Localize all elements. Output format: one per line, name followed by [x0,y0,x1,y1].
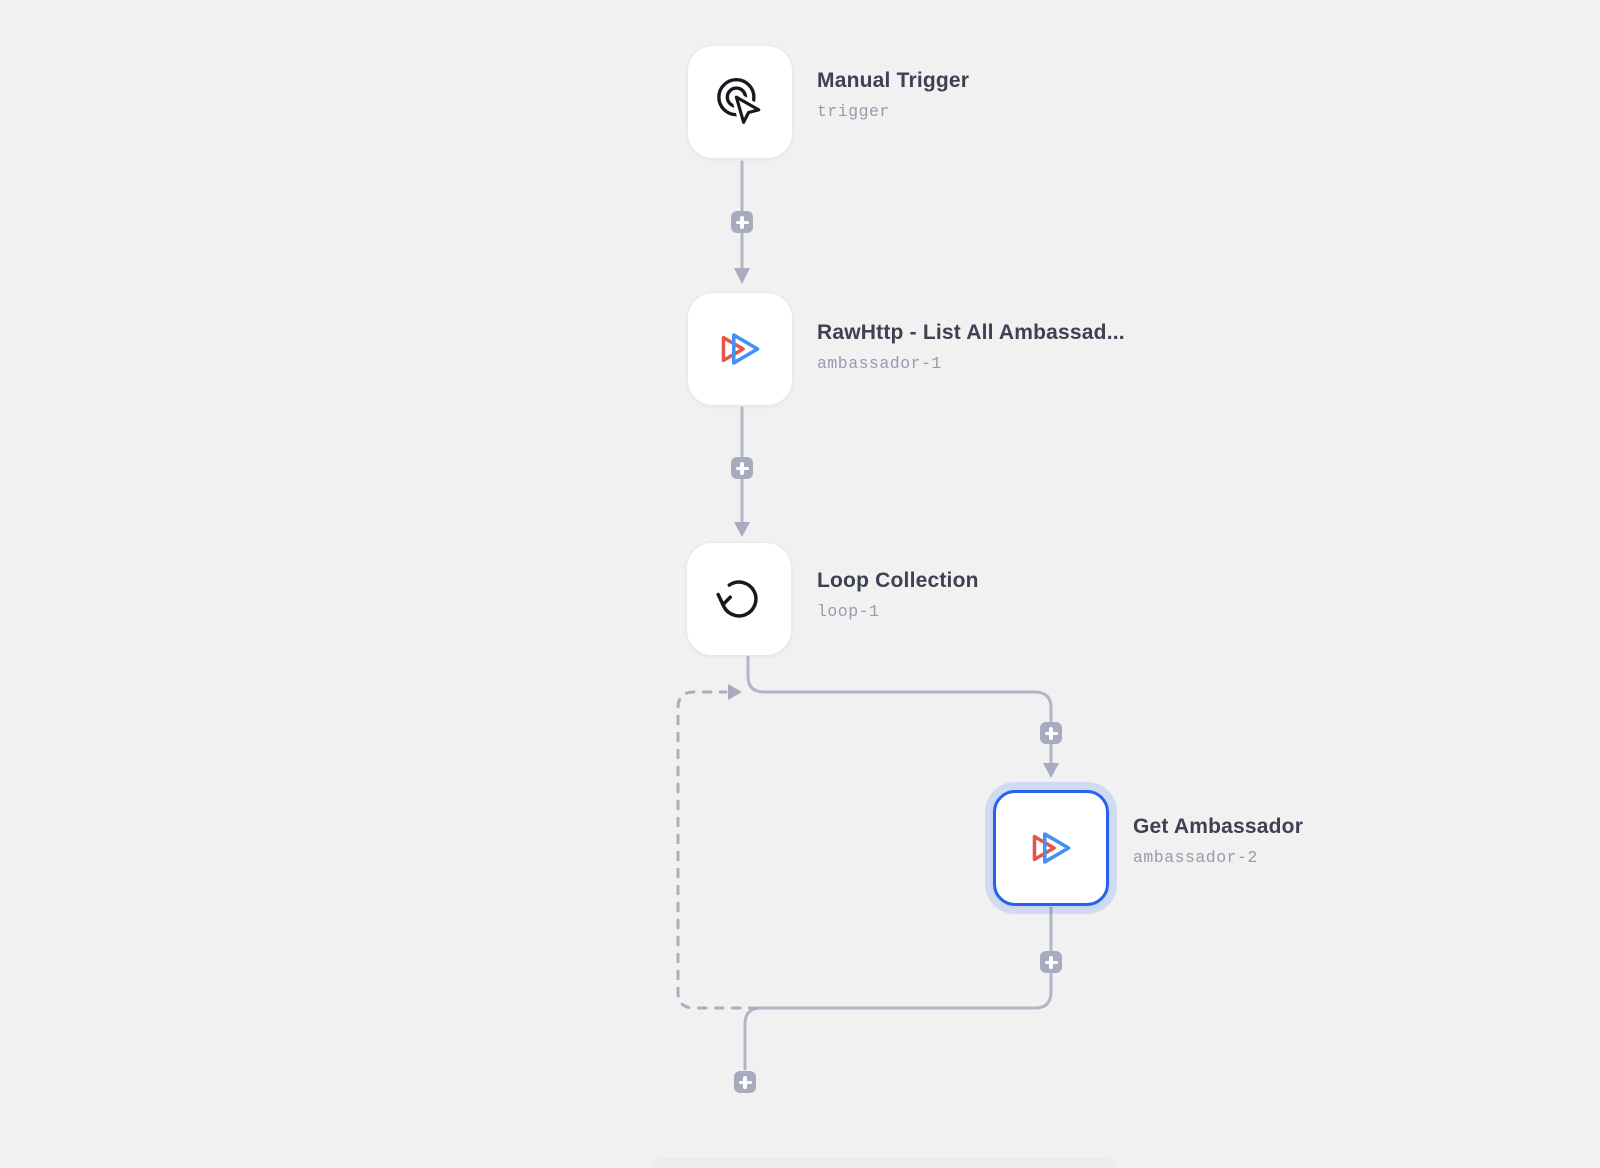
add-step-button-3[interactable] [1040,722,1062,744]
cursor-click-icon [717,77,764,128]
add-step-button-1[interactable] [731,211,753,233]
bottom-panel-edge [650,1158,1118,1168]
node-label-get-ambassador: Get Ambassador ambassador-2 [1133,814,1303,868]
node-title: RawHttp - List All Ambassad... [817,321,1125,344]
add-step-button-4[interactable] [1040,951,1062,973]
node-label-rawhttp: RawHttp - List All Ambassad... ambassado… [817,320,1125,374]
node-loop-collection[interactable] [686,542,792,656]
add-step-button-2[interactable] [731,457,753,479]
node-subtitle: loop-1 [817,602,880,621]
node-title: Get Ambassador [1133,815,1304,838]
node-manual-trigger[interactable] [687,45,793,159]
ambassador-play-icon [1032,832,1071,864]
node-title: Manual Trigger [817,69,970,92]
node-title: Loop Collection [817,569,979,592]
plus-icon [738,1075,752,1089]
loop-return-wire [676,690,759,1010]
node-subtitle: ambassador-1 [817,354,942,373]
node-rawhttp-list-all-ambassadors[interactable] [687,292,793,406]
plus-icon [1044,955,1058,969]
plus-icon [735,461,749,475]
plus-icon [1044,726,1058,740]
ambassador-play-icon [721,333,760,365]
plus-icon [735,215,749,229]
node-get-ambassador[interactable] [993,790,1109,906]
node-label-manual-trigger: Manual Trigger trigger [817,68,969,122]
node-label-loop-collection: Loop Collection loop-1 [817,568,979,622]
add-step-button-5[interactable] [734,1071,756,1093]
loop-icon [716,580,758,618]
node-subtitle: trigger [817,102,890,121]
node-subtitle: ambassador-2 [1133,848,1258,867]
selected-node-halo [985,782,1117,914]
